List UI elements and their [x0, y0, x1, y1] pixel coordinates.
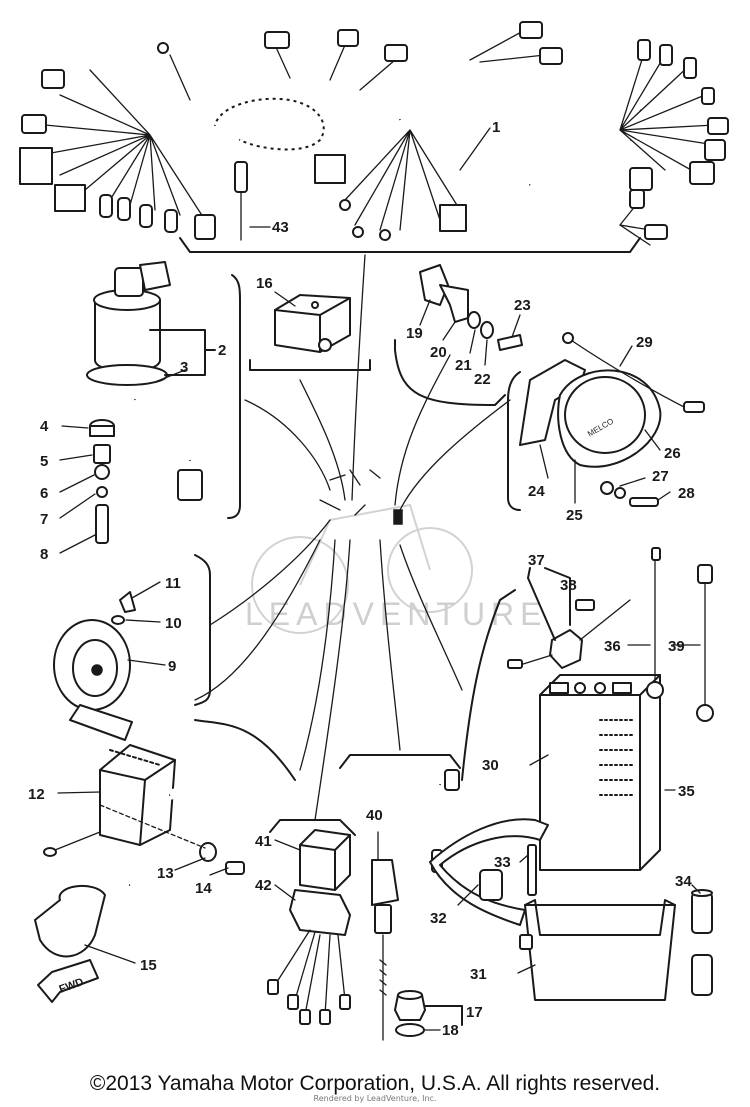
watermark-frame [299, 503, 431, 586]
callout-22: 22 [474, 371, 491, 388]
callout-42: 42 [255, 877, 272, 894]
regulator-group: MELCO [507, 332, 705, 511]
watermark-wheel-front [387, 527, 473, 613]
callout-38: 38 [560, 577, 577, 594]
callout-5: 5 [40, 453, 48, 470]
callout-35: 35 [678, 783, 695, 800]
callout-23: 23 [514, 297, 531, 314]
callout-41: 41 [255, 833, 272, 850]
callout-17: 17 [466, 1004, 483, 1021]
callout-6: 6 [40, 485, 48, 502]
main-switch-assembly [86, 261, 216, 501]
flasher-relay-group [249, 291, 371, 371]
ignition-coil-group [34, 719, 297, 964]
watermark: LEADVENTURE [245, 503, 548, 634]
bracket-group [394, 264, 523, 406]
callout-16: 16 [256, 275, 273, 292]
callout-27: 27 [652, 468, 669, 485]
callout-4: 4 [40, 418, 49, 435]
callout-13: 13 [157, 865, 174, 882]
callout-3: 3 [180, 359, 188, 376]
callout-43: 43 [272, 219, 289, 236]
fwd-arrow: FWD [37, 959, 99, 1003]
callout-12: 12 [28, 786, 45, 803]
callout-18: 18 [442, 1022, 459, 1039]
harness-connector [439, 204, 467, 232]
ignition-coil [99, 744, 176, 846]
plug-cap [34, 884, 106, 958]
callout-40: 40 [366, 807, 383, 824]
callout-1: 1 [492, 119, 500, 136]
callout-2: 2 [218, 342, 226, 359]
callout-8: 8 [40, 546, 48, 563]
callout-7: 7 [40, 511, 48, 528]
callout-34: 34 [675, 873, 692, 890]
watermark-wheel-rear [251, 536, 349, 634]
starter-relay [299, 829, 351, 891]
callout-25: 25 [566, 507, 583, 524]
relay-group [267, 819, 356, 1025]
callout-33: 33 [494, 854, 511, 871]
group-bracket [227, 274, 241, 519]
rendered-by-credit: Rendered by LeadVenture, Inc. [313, 1094, 437, 1103]
callout-28: 28 [678, 485, 695, 502]
callout-39: 39 [668, 638, 685, 655]
leader-lines [194, 254, 511, 821]
harness-connector [19, 147, 53, 185]
callout-15: 15 [140, 957, 157, 974]
battery-group [429, 547, 714, 1001]
fuse [234, 161, 248, 193]
watermark-text: LEADVENTURE [245, 596, 548, 632]
switch-hardware [59, 419, 115, 554]
rubber-parts [394, 990, 463, 1037]
copyright-notice: ©2013 Yamaha Motor Corporation, U.S.A. A… [89, 1072, 661, 1095]
callout-26: 26 [664, 445, 681, 462]
callout-labels: 1 2 3 4 5 6 7 8 9 10 11 12 13 14 15 16 1… [28, 119, 695, 1039]
callout-32: 32 [430, 910, 447, 927]
callout-36: 36 [604, 638, 621, 655]
callout-19: 19 [406, 325, 423, 342]
wire-harness [19, 21, 729, 253]
callout-37: 37 [528, 552, 545, 569]
battery [539, 674, 661, 871]
battery-tray [524, 904, 676, 1001]
callout-21: 21 [455, 357, 472, 374]
horn-group [53, 554, 211, 741]
callout-9: 9 [168, 658, 176, 675]
callout-29: 29 [636, 334, 653, 351]
callout-20: 20 [430, 344, 447, 361]
callout-11: 11 [165, 575, 181, 592]
group-bracket [194, 719, 296, 781]
callout-14: 14 [195, 880, 212, 897]
callout-31: 31 [470, 966, 487, 983]
callout-30: 30 [482, 757, 499, 774]
harness-connector [314, 154, 346, 184]
callout-10: 10 [165, 615, 182, 632]
neutral-switch-group [339, 754, 461, 1041]
callout-24: 24 [528, 483, 545, 500]
harness-connector [54, 184, 86, 212]
